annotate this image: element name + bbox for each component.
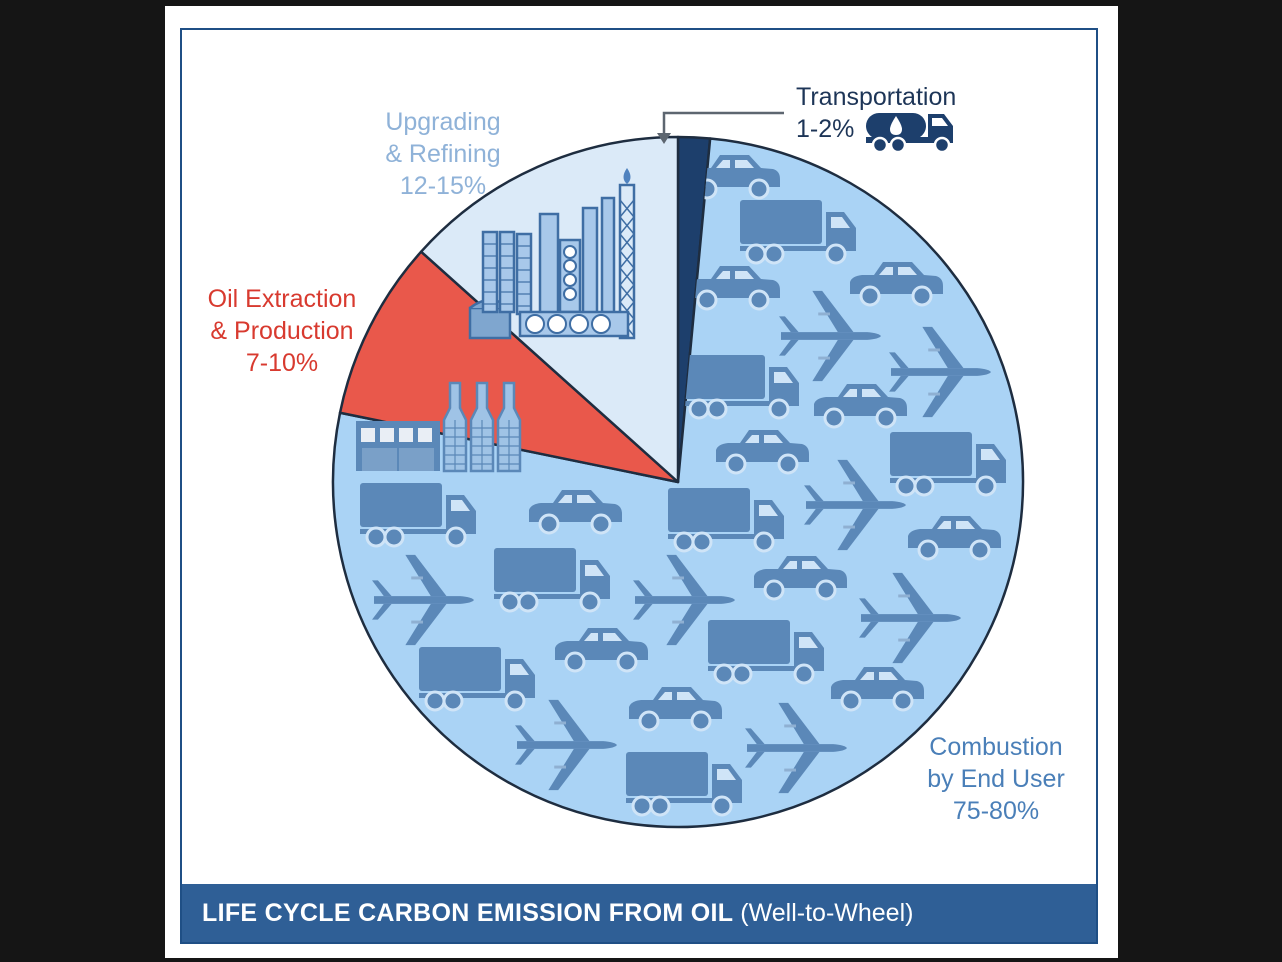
car-icon	[555, 628, 648, 673]
chart-title: LIFE CYCLE CARBON EMISSION FROM OIL	[202, 899, 734, 927]
car-icon	[850, 262, 943, 307]
slice-label-line: Oil Extraction	[208, 285, 357, 313]
airplane-icon	[633, 554, 735, 646]
truck-icon	[494, 548, 610, 613]
truck-icon	[360, 483, 476, 548]
truck-icon	[740, 200, 856, 265]
airplane-icon	[804, 459, 906, 551]
airplane-icon	[515, 699, 617, 791]
car-icon	[831, 667, 924, 712]
slice-label-combustion: Combustion by End User 75-80%	[927, 733, 1065, 825]
transportation-leader-line	[662, 111, 784, 140]
chart-subtitle: (Well-to-Wheel)	[740, 899, 914, 927]
airplane-icon	[372, 554, 474, 646]
slice-label-line: & Refining	[385, 140, 500, 168]
car-icon	[908, 516, 1001, 561]
slice-label-line: Combustion	[929, 733, 1062, 761]
combustion-vehicles	[360, 155, 1006, 817]
truck-icon	[419, 647, 535, 712]
slice-label-line: 1-2%	[796, 115, 854, 143]
slice-label-line: 7-10%	[246, 349, 318, 377]
airplane-icon	[889, 326, 991, 418]
truck-icon	[708, 620, 824, 685]
car-icon	[687, 266, 780, 311]
car-icon	[716, 430, 809, 475]
slice-label-line: 12-15%	[400, 172, 486, 200]
extraction-plant-icon	[356, 381, 522, 473]
truck-icon	[683, 355, 799, 420]
refinery-icon	[468, 168, 636, 340]
car-icon	[754, 556, 847, 601]
car-icon	[529, 490, 622, 535]
truck-icon	[668, 488, 784, 553]
slice-label-line: by End User	[927, 765, 1065, 793]
slice-label-line: 75-80%	[953, 797, 1039, 825]
truck-icon	[626, 752, 742, 817]
car-icon	[629, 687, 722, 732]
airplane-icon	[859, 572, 961, 664]
slice-label-line: Transportation	[796, 83, 956, 111]
slice-label-upgrading: Upgrading & Refining 12-15%	[385, 108, 500, 200]
slice-label-oil-extraction: Oil Extraction & Production 7-10%	[208, 285, 357, 377]
slice-label-line: & Production	[210, 317, 353, 345]
airplane-icon	[779, 290, 881, 382]
airplane-icon	[745, 702, 847, 794]
title-banner: LIFE CYCLE CARBON EMISSION FROM OIL (Wel…	[182, 884, 1096, 942]
tanker-truck-icon	[866, 113, 953, 154]
car-icon	[814, 384, 907, 429]
truck-icon	[890, 432, 1006, 497]
arrow-head-icon	[657, 133, 671, 144]
slice-label-line: Upgrading	[385, 108, 500, 136]
slice-label-transportation: Transportation 1-2%	[796, 83, 956, 143]
